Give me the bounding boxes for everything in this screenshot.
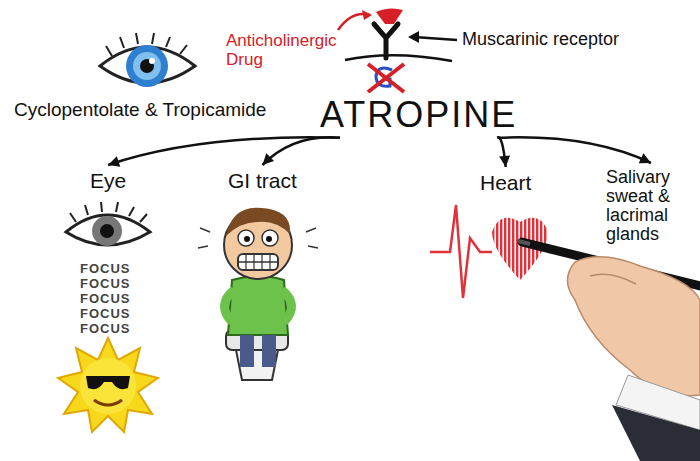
organ-label: Eye [88, 168, 128, 194]
eye-illustration [100, 33, 195, 87]
eye-chart-line: FOCUS [80, 292, 131, 306]
drug-class-label: Anticholinergic Drug [226, 32, 346, 69]
node-text: Salivary sweat & lacrimal glands [606, 168, 696, 244]
node-text: GI tract [228, 170, 297, 192]
organ-label: Salivary sweat & lacrimal glands [604, 166, 698, 246]
receptor-symbol [338, 8, 457, 92]
eye-chart-eye [66, 202, 150, 246]
organ-label: Heart [478, 170, 533, 196]
drug-examples-label: Cyclopentolate & Tropicamide [14, 100, 266, 121]
curved-arrow [262, 137, 340, 165]
sun-with-sunglasses [58, 338, 158, 432]
receptor-label: Muscarinic receptor [462, 30, 619, 50]
hand-with-marker [518, 241, 700, 461]
curved-arrow [497, 137, 651, 163]
node-text: Heart [480, 172, 531, 194]
curved-arrow [497, 137, 510, 167]
eye-chart-line: FOCUS [80, 322, 131, 336]
eye-chart-line: FOCUS [80, 262, 131, 276]
man-on-toilet [198, 208, 318, 380]
drug-name: ATROPINE [318, 94, 519, 136]
organ-label: GI tract [226, 168, 299, 194]
curved-arrow [108, 137, 340, 166]
node-text: ATROPINE [320, 96, 517, 134]
eye-chart-line: FOCUS [80, 307, 131, 321]
node-text: Eye [90, 170, 126, 192]
eye-chart-line: FOCUS [80, 277, 131, 291]
heart-ecg [430, 205, 560, 298]
